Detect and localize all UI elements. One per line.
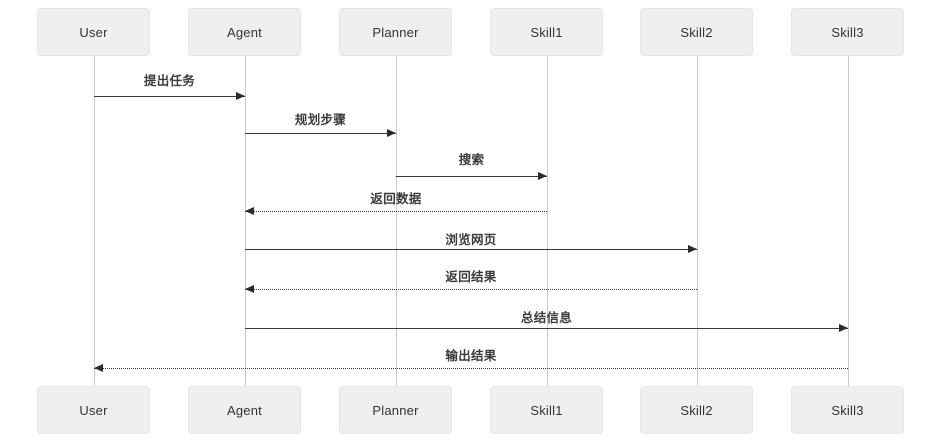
participant-label-user: User [79, 24, 108, 40]
message-line-user-to-agent [94, 96, 245, 97]
participant-box-header-skill2[interactable]: Skill2 [640, 8, 753, 56]
arrow-head-left-icon [245, 285, 254, 293]
participant-label-skill3: Skill3 [831, 24, 864, 40]
message-label-3: 返回数据 [370, 192, 422, 206]
message-label-2: 搜索 [458, 153, 485, 167]
message-line-skill3-to-user [94, 368, 848, 369]
participant-box-header-planner[interactable]: Planner [339, 8, 452, 56]
arrow-head-right-icon [688, 245, 697, 253]
participant-box-header-user[interactable]: User [37, 8, 150, 56]
participant-box-header-skill1[interactable]: Skill1 [490, 8, 603, 56]
participant-box-footer-agent[interactable]: Agent [188, 386, 301, 434]
participant-box-footer-skill3[interactable]: Skill3 [791, 386, 904, 434]
participant-box-footer-user[interactable]: User [37, 386, 150, 434]
participant-box-header-agent[interactable]: Agent [188, 8, 301, 56]
participant-label-skill1: Skill1 [530, 24, 563, 40]
arrow-head-right-icon [236, 92, 245, 100]
lifeline-skill2 [697, 56, 698, 386]
message-label-0: 提出任务 [143, 74, 196, 88]
participant-label-user: User [79, 402, 108, 418]
participant-label-skill2: Skill2 [680, 402, 713, 418]
message-line-planner-to-skill1 [396, 176, 547, 177]
arrow-head-left-icon [245, 207, 254, 215]
arrow-head-right-icon [538, 172, 547, 180]
message-label-1: 规划步骤 [294, 113, 347, 127]
message-label-7: 输出结果 [445, 349, 497, 363]
message-line-skill2-to-agent [245, 289, 697, 290]
message-label-5: 返回结果 [445, 270, 497, 284]
lifeline-agent [245, 56, 246, 386]
arrow-head-left-icon [94, 364, 103, 372]
participant-label-planner: Planner [372, 24, 419, 40]
message-label-4: 浏览网页 [445, 233, 497, 247]
lifeline-user [94, 56, 95, 386]
lifeline-skill1 [547, 56, 548, 386]
message-line-agent-to-skill2 [245, 249, 697, 250]
arrow-head-right-icon [387, 129, 396, 137]
message-line-agent-to-planner [245, 133, 396, 134]
message-label-6: 总结信息 [520, 311, 573, 325]
message-line-agent-to-skill3 [245, 328, 848, 329]
message-line-skill1-to-agent [245, 211, 547, 212]
participant-box-footer-skill1[interactable]: Skill1 [490, 386, 603, 434]
participant-label-skill3: Skill3 [831, 402, 864, 418]
participant-box-footer-planner[interactable]: Planner [339, 386, 452, 434]
arrow-head-right-icon [839, 324, 848, 332]
participant-label-agent: Agent [227, 402, 262, 418]
participant-label-skill2: Skill2 [680, 24, 713, 40]
participant-label-skill1: Skill1 [530, 402, 563, 418]
participant-label-agent: Agent [227, 24, 262, 40]
participant-label-planner: Planner [372, 402, 419, 418]
participant-box-footer-skill2[interactable]: Skill2 [640, 386, 753, 434]
participant-box-header-skill3[interactable]: Skill3 [791, 8, 904, 56]
lifeline-planner [396, 56, 397, 386]
lifeline-skill3 [848, 56, 849, 386]
